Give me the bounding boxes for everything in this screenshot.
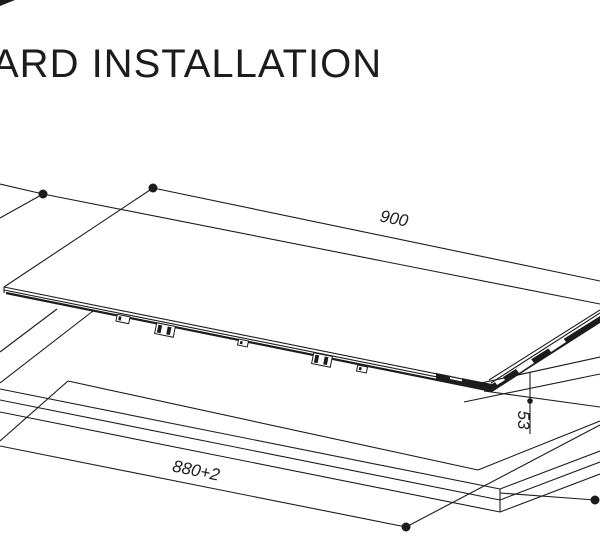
dim-900-extension [3, 187, 154, 288]
corner-mark [0, 0, 15, 6]
dim-900-left-endpoint-dot [148, 183, 158, 193]
vent-slot [548, 338, 566, 352]
dim-880-line [0, 445, 407, 528]
counter-surface-edge [483, 390, 600, 408]
counter-cutout-inner-edge [463, 373, 600, 403]
cutout-back-right-edge [471, 356, 600, 386]
dim2-line-tail [0, 183, 44, 195]
cooktop-right-glass-edge [490, 312, 600, 384]
dim-label-880: 880+2 [171, 457, 222, 485]
bracket-tick [118, 316, 122, 321]
bracket-tick [166, 326, 172, 336]
bracket-body [115, 313, 131, 325]
cutout-left-edge [0, 310, 94, 384]
dim-label-53: 53 [514, 411, 533, 430]
counter-left-end-edge [0, 380, 69, 442]
dim-880-extension [405, 424, 600, 528]
dim-label-900: 900 [378, 207, 410, 231]
cutout-front-edge [67, 380, 479, 471]
dim-53-reference-dot [527, 398, 533, 404]
counter-front-top-edge [0, 388, 501, 490]
bracket-tick [239, 340, 243, 345]
cooktop-chassis-edge [5, 291, 493, 393]
cutout-right-edge [477, 420, 600, 471]
dim2-extension [0, 193, 44, 219]
mounting-clip [355, 364, 369, 374]
cutout-left-edge-upper [0, 308, 58, 353]
counter-front-bottom-edge [0, 411, 501, 513]
leader-right-endpoint-dot [590, 495, 600, 505]
dim-900-line [152, 187, 600, 282]
bracket-tick [156, 324, 163, 334]
mounting-clip [115, 313, 131, 325]
counter-right-bottom-edge [499, 473, 600, 513]
dim2-left-endpoint-dot [38, 189, 48, 199]
dim2-line [42, 193, 600, 305]
bracket-body [355, 364, 369, 374]
vent-slot [516, 359, 534, 373]
page-title: ARD INSTALLATION [0, 42, 383, 86]
cooktop-right-top-edge [488, 309, 600, 381]
bracket-tick [323, 356, 329, 366]
bracket-tick [358, 366, 362, 371]
bracket-tick [313, 354, 320, 364]
cooktop-glass-edge [3, 289, 493, 389]
counter-right-top-edge [499, 450, 600, 490]
counter-right-mid-edge [499, 461, 600, 501]
bracket-body [236, 338, 250, 348]
cooktop-right-vent-band [492, 316, 600, 392]
dim-880-right-endpoint-dot [401, 522, 411, 532]
cooktop-front-top-edge [3, 286, 493, 386]
counter-front-mid-edge [0, 399, 501, 501]
vent-slot [495, 377, 505, 385]
mounting-bracket [154, 322, 176, 338]
mounting-bracket [311, 352, 333, 368]
mounting-clip [236, 338, 250, 348]
